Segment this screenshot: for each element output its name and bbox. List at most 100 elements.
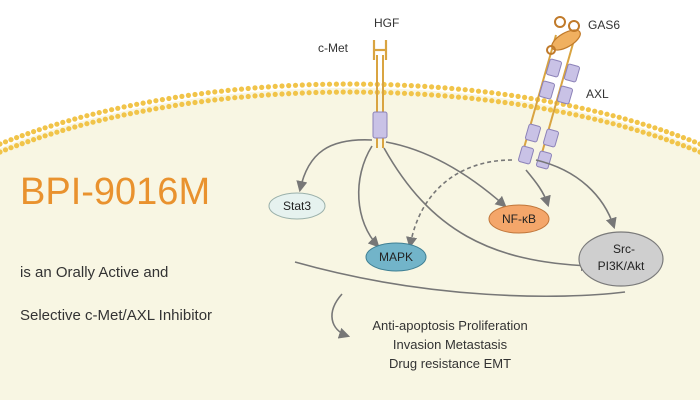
membrane-bead bbox=[306, 90, 312, 96]
arrow-cmet-src bbox=[383, 147, 593, 272]
membrane-bead bbox=[646, 131, 652, 137]
membrane-bead bbox=[252, 93, 258, 99]
membrane-bead bbox=[663, 137, 670, 143]
membrane-bead bbox=[333, 81, 339, 87]
membrane-bead bbox=[646, 123, 652, 129]
membrane-bead bbox=[279, 83, 285, 89]
membrane-bead bbox=[686, 137, 692, 143]
membrane-bead bbox=[489, 90, 495, 96]
arrow-outcomes bbox=[331, 293, 351, 339]
membrane-bead bbox=[652, 133, 658, 139]
membrane-bead bbox=[272, 83, 278, 89]
membrane-bead bbox=[658, 127, 664, 133]
membrane-bead bbox=[622, 116, 628, 122]
membrane-bead bbox=[212, 89, 218, 95]
membrane-bead bbox=[299, 82, 305, 88]
membrane-bead bbox=[554, 108, 560, 114]
membrane-bead bbox=[462, 87, 468, 93]
membrane-bead bbox=[401, 82, 408, 88]
membrane-bead bbox=[367, 81, 374, 87]
membrane-bead bbox=[367, 89, 374, 95]
membrane-bead bbox=[0, 141, 3, 147]
membrane-bead bbox=[610, 121, 616, 127]
membrane-bead bbox=[60, 119, 66, 125]
membrane-bead bbox=[232, 87, 238, 93]
membrane-bead bbox=[388, 82, 394, 88]
node-src-pi3k-akt: Src- PI3K/Akt bbox=[578, 231, 664, 287]
node-nfkb-label: NF-κB bbox=[502, 212, 536, 226]
membrane-bead bbox=[134, 109, 140, 115]
membrane-bead bbox=[395, 90, 401, 96]
membrane-bead bbox=[218, 88, 225, 94]
arrow-axl-nfkb bbox=[525, 169, 551, 208]
membrane-bead bbox=[573, 112, 579, 118]
membrane-bead bbox=[272, 91, 278, 97]
membrane-bead bbox=[245, 93, 251, 100]
membrane-bead bbox=[72, 124, 78, 130]
membrane-bead bbox=[102, 116, 108, 122]
membrane-bead bbox=[140, 100, 146, 106]
membrane-bead bbox=[361, 81, 367, 87]
membrane-bead bbox=[306, 82, 312, 88]
membrane-bead bbox=[628, 118, 634, 124]
membrane-bead bbox=[585, 107, 592, 113]
membrane-bead bbox=[96, 118, 102, 124]
membrane-bead bbox=[121, 104, 127, 110]
membrane-bead bbox=[109, 115, 115, 121]
membrane-bead bbox=[616, 114, 622, 120]
membrane-bead bbox=[36, 127, 42, 133]
membrane-bead bbox=[489, 98, 495, 104]
gas6-ligand bbox=[546, 16, 581, 55]
membrane-bead bbox=[573, 104, 579, 110]
membrane-bead bbox=[515, 101, 521, 107]
membrane-bead bbox=[522, 102, 528, 108]
membrane-bead bbox=[96, 110, 102, 116]
membrane-bead bbox=[205, 90, 211, 96]
membrane-bead bbox=[502, 91, 508, 98]
membrane-bead bbox=[279, 91, 285, 97]
membrane-bead bbox=[509, 92, 515, 98]
membrane-bead bbox=[347, 89, 353, 95]
membrane-bead bbox=[166, 103, 172, 110]
membrane-bead bbox=[30, 137, 37, 143]
membrane-bead bbox=[663, 129, 670, 135]
membrane-bead bbox=[185, 92, 191, 98]
membrane-bead bbox=[435, 84, 441, 90]
membrane-bead bbox=[166, 95, 172, 102]
membrane-bead bbox=[333, 89, 339, 95]
membrane-bead bbox=[238, 86, 245, 92]
membrane-bead bbox=[299, 90, 305, 96]
membrane-bead bbox=[172, 102, 178, 108]
membrane-bead bbox=[218, 96, 225, 102]
membrane-bead bbox=[567, 111, 573, 117]
node-stat3-label: Stat3 bbox=[283, 199, 311, 213]
membrane-bead bbox=[347, 81, 353, 87]
membrane-bead bbox=[115, 105, 121, 111]
membrane-bead bbox=[442, 85, 448, 91]
subtitle-line2: Selective c-Met/AXL Inhibitor bbox=[20, 307, 212, 324]
membrane-bead bbox=[560, 109, 566, 115]
membrane-bead bbox=[212, 97, 218, 103]
membrane-bead bbox=[680, 143, 687, 149]
membrane-bead bbox=[388, 90, 394, 96]
membrane-bead bbox=[245, 85, 251, 92]
membrane-bead bbox=[592, 116, 598, 122]
membrane-bead bbox=[159, 105, 165, 111]
membrane-bead bbox=[435, 92, 441, 98]
membrane-bead bbox=[495, 91, 501, 97]
membrane-bead bbox=[185, 100, 191, 106]
membrane-bead bbox=[320, 81, 326, 87]
membrane-bead bbox=[610, 113, 616, 119]
label-hgf: HGF bbox=[374, 16, 399, 30]
membrane-bead bbox=[42, 133, 48, 139]
membrane-bead bbox=[522, 94, 528, 100]
label-axl: AXL bbox=[586, 87, 609, 101]
membrane-bead bbox=[172, 94, 178, 100]
membrane-bead bbox=[585, 115, 592, 121]
membrane-bead bbox=[628, 126, 634, 132]
membrane-bead bbox=[469, 87, 475, 93]
membrane-bead bbox=[199, 91, 205, 97]
membrane-bead bbox=[449, 85, 455, 92]
membrane-bead bbox=[259, 92, 265, 98]
membrane-bead bbox=[415, 83, 421, 89]
